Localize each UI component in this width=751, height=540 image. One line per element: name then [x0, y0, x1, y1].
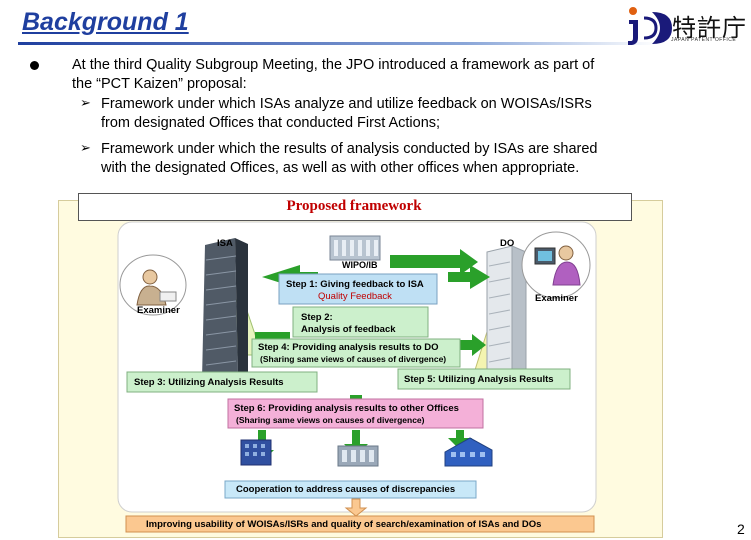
proposed-framework-heading: Proposed framework — [286, 198, 422, 214]
title-underline-rule — [18, 42, 658, 45]
step6-subtitle: (Sharing same views on causes of diverge… — [236, 415, 425, 425]
step4-title: Step 4: Providing analysis results to DO — [258, 342, 439, 353]
bottom-bar-label: Improving usability of WOISAs/ISRs and q… — [146, 519, 542, 530]
arrow-step1-to-do — [448, 265, 490, 289]
bullet-dot — [30, 61, 39, 70]
bullet-main-line1: At the third Quality Subgroup Meeting, t… — [72, 57, 595, 73]
bottom-bar-box — [125, 515, 595, 533]
examiner-left-icon — [119, 254, 187, 316]
office-icon-left — [240, 439, 272, 466]
wipo-label: WIPO/IB — [342, 260, 378, 270]
step1-subtitle: Quality Feedback — [318, 291, 392, 302]
sub-bullet2-line2: with the designated Offices, as well as … — [101, 160, 580, 176]
arrow-step4-to-do — [460, 334, 486, 356]
slide-title: Background 1 — [22, 8, 189, 36]
step2-line2: Analysis of feedback — [301, 324, 396, 335]
sub-bullet1-line2: from designated Offices that conducted F… — [101, 115, 441, 131]
step6-box — [227, 398, 484, 429]
step1-title: Step 1: Giving feedback to ISA — [286, 279, 424, 290]
isa-label: ISA — [217, 238, 233, 249]
page-number: 2 — [737, 521, 745, 537]
step5-label: Step 5: Utilizing Analysis Results — [404, 374, 554, 385]
bullet-main-line2: the “PCT Kaizen” proposal: — [72, 76, 247, 92]
wipo-building-icon — [329, 235, 381, 261]
step4-subtitle: (Sharing same views of causes of diverge… — [260, 354, 447, 364]
jpo-logo-icon — [628, 7, 672, 45]
logo-text: 特許庁 — [672, 14, 747, 42]
examiner-left-label: Examiner — [137, 305, 180, 316]
examiner-right-icon — [521, 231, 591, 299]
step2-box — [292, 306, 429, 338]
do-label: DO — [500, 238, 515, 249]
sub-bullet-arrow-icon: ➢ — [80, 96, 91, 111]
sub-bullet-arrow-icon: ➢ — [80, 141, 91, 156]
office-icon-middle — [337, 445, 379, 467]
step3-label: Step 3: Utilizing Analysis Results — [134, 377, 284, 388]
examiner-right-label: Examiner — [535, 293, 578, 304]
sub-bullet1-line1: Framework under which ISAs analyze and u… — [101, 96, 592, 112]
office-icon-right — [444, 437, 493, 467]
cooperation-box — [224, 480, 477, 499]
sub-bullet2-line1: Framework under which the results of ana… — [101, 141, 598, 157]
step3-box — [126, 371, 318, 393]
arrow-down-to-bottom — [344, 498, 368, 517]
step2-line1: Step 2: — [301, 312, 333, 323]
step5-box — [397, 368, 571, 390]
step6-title: Step 6: Providing analysis results to ot… — [234, 403, 459, 414]
logo-subtext: JAPAN PATENT OFFICE — [671, 37, 737, 43]
proposed-framework-box — [78, 193, 632, 221]
arrow-wipo-to-do — [390, 249, 478, 275]
do-building-icon — [486, 245, 527, 377]
cooperation-label: Cooperation to address causes of discrep… — [236, 484, 456, 495]
step1-box — [278, 273, 438, 305]
isa-building-icon — [202, 238, 248, 380]
arrow-step6-right — [448, 430, 472, 450]
step4-box — [251, 338, 461, 368]
